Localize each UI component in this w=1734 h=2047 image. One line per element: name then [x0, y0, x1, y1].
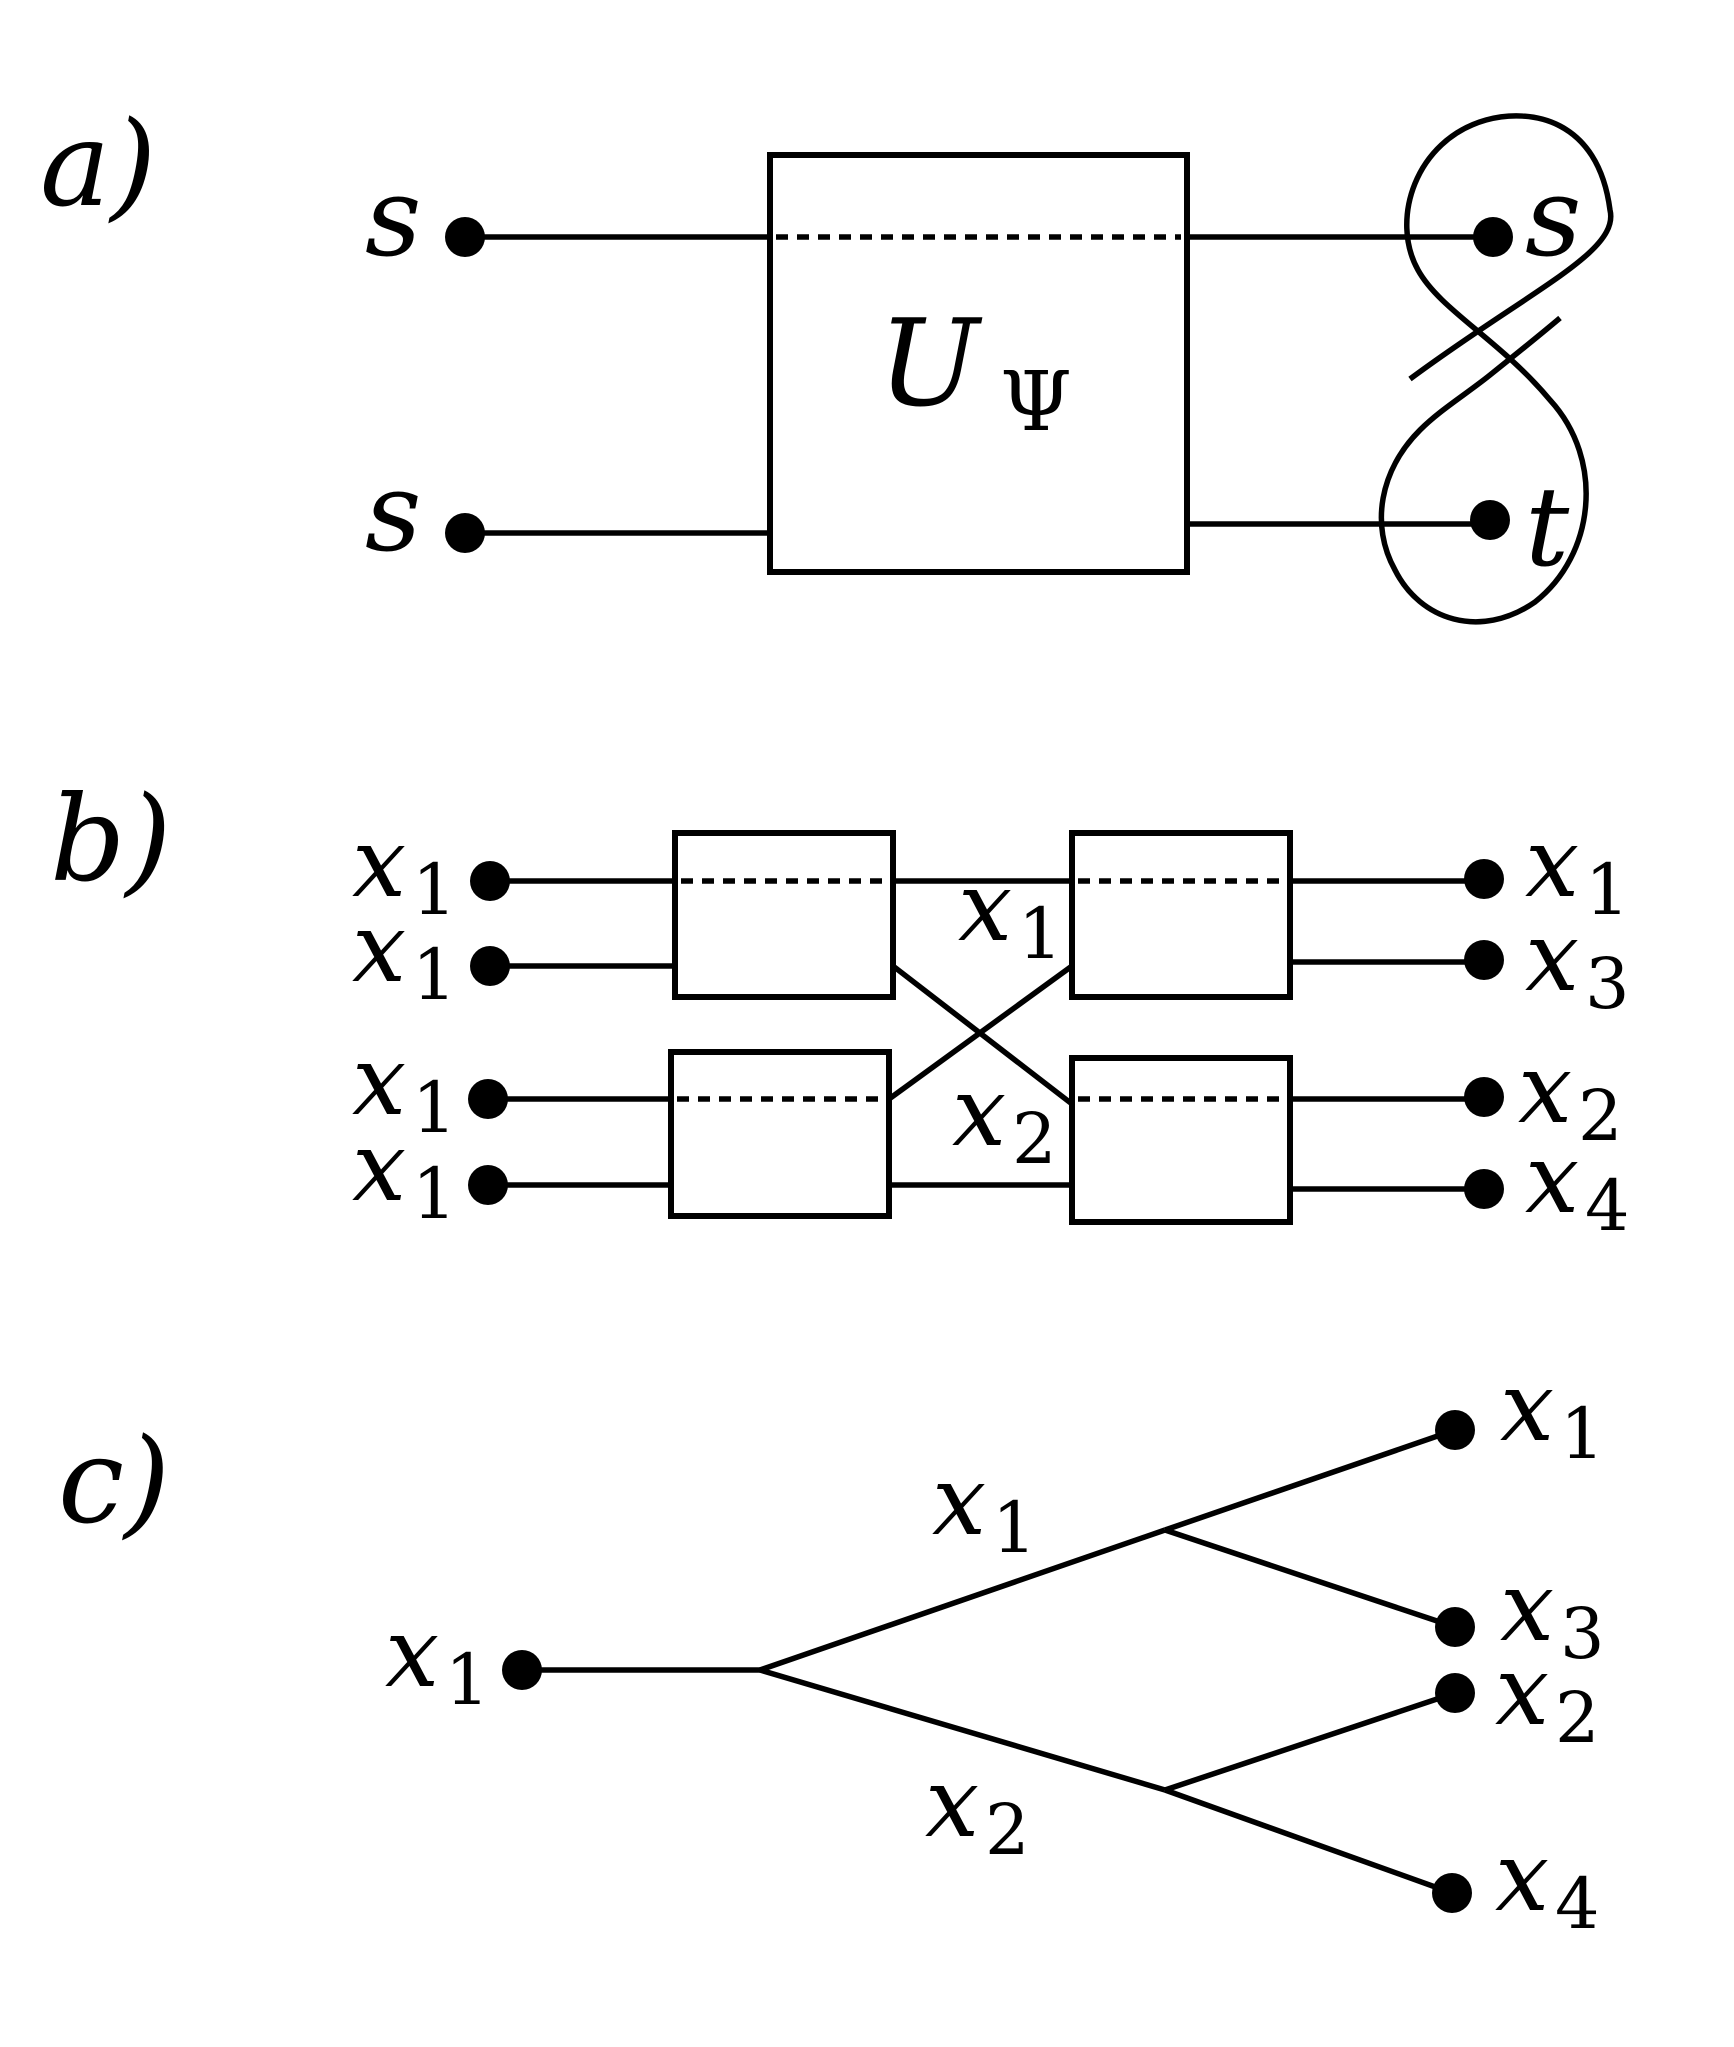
tree-branch-lower [759, 1667, 1166, 1793]
label-b-in-1-var: x [352, 807, 406, 919]
label-c-leaf-3-var: x [1500, 1551, 1554, 1663]
label-b-in-4-sub: 1 [412, 1153, 457, 1235]
gate-a-symbol: U [878, 295, 983, 434]
wire-b-cross-down [891, 963, 1074, 1107]
terminal-b-out-1 [1464, 859, 1504, 899]
terminal-a-in-top [445, 217, 485, 257]
tree-branch-upper [759, 1527, 1166, 1673]
panel-b: b) x 1 x [50, 770, 1630, 1247]
label-b-out-1-var: x [1525, 807, 1579, 919]
label-c-leaf-2-sub: 2 [1555, 1677, 1600, 1759]
tree-leaf-node-1 [1435, 1410, 1475, 1450]
panel-a-label: a) [40, 95, 156, 233]
tree-leaf-node-3 [1435, 1607, 1475, 1647]
terminal-b-out-2 [1464, 940, 1504, 980]
label-b-mid-2-var: x [952, 1056, 1006, 1168]
label-b-in-2-var: x [352, 892, 406, 1004]
label-c-leaf-1-var: x [1500, 1351, 1554, 1463]
label-b-mid-1-sub: 1 [1018, 893, 1063, 975]
panel-c-label: c) [58, 1412, 170, 1550]
label-c-leaf-1-sub: 1 [1560, 1393, 1605, 1475]
tree-root-node [502, 1650, 542, 1690]
label-b-out-2-var: x [1525, 901, 1579, 1013]
label-a-out-bottom: t [1525, 463, 1570, 591]
terminal-b-out-3 [1464, 1077, 1504, 1117]
terminal-a-in-bottom [445, 513, 485, 553]
label-b-out-3-var: x [1518, 1033, 1572, 1145]
panel-c: c) x 1 x 1 x 2 x 1 x 3 x 2 x 4 [58, 1351, 1605, 1945]
label-b-out-3-sub: 2 [1578, 1075, 1623, 1157]
terminal-b-in-1 [470, 861, 510, 901]
tree-leaf-node-2 [1435, 1673, 1475, 1713]
terminal-b-in-3 [468, 1079, 508, 1119]
terminal-b-in-2 [470, 946, 510, 986]
label-c-root-var: x [385, 1597, 439, 1709]
gate-a-subscript: Ψ [1000, 355, 1072, 450]
label-b-in-4-var: x [352, 1111, 406, 1223]
tree-leaf-edge-3 [1164, 1527, 1456, 1630]
label-b-out-2-sub: 3 [1585, 943, 1630, 1025]
tree-leaf-node-4 [1432, 1873, 1472, 1913]
label-b-in-3-var: x [352, 1025, 406, 1137]
label-c-branch-1-var: x [932, 1445, 986, 1557]
gate-b-top-left [672, 830, 896, 1000]
label-b-in-2-sub: 1 [412, 934, 457, 1016]
label-c-leaf-4-var: x [1495, 1821, 1549, 1933]
loop-a-figure-eight [1378, 113, 1614, 625]
label-c-root-sub: 1 [445, 1639, 490, 1721]
label-a-in-bottom: s [365, 448, 421, 576]
label-c-leaf-2-var: x [1495, 1635, 1549, 1747]
label-c-leaf-4-sub: 4 [1555, 1863, 1600, 1945]
label-b-in-3-sub: 1 [412, 1067, 457, 1149]
tree-leaf-edge-4 [1164, 1787, 1453, 1896]
label-b-in-1-sub: 1 [412, 849, 457, 931]
label-b-out-1-sub: 1 [1585, 849, 1630, 931]
wire-b-cross-up [887, 963, 1074, 1102]
label-c-branch-2-var: x [925, 1747, 979, 1859]
tree-leaf-edge-2 [1164, 1690, 1456, 1793]
tree-leaf-edge-1 [1164, 1427, 1456, 1533]
label-b-out-4-sub: 4 [1585, 1165, 1630, 1247]
terminal-b-in-4 [468, 1165, 508, 1205]
terminal-a-out-top [1473, 217, 1513, 257]
gate-b-bottom-right [1069, 1055, 1293, 1225]
gate-b-bottom-left [668, 1049, 892, 1219]
label-c-branch-1-sub: 1 [992, 1487, 1037, 1569]
terminal-b-out-4 [1464, 1169, 1504, 1209]
label-c-leaf-3-sub: 3 [1560, 1593, 1605, 1675]
panel-b-label: b) [50, 770, 172, 908]
label-b-mid-2-sub: 2 [1012, 1098, 1057, 1180]
gate-u-psi [767, 152, 1190, 575]
label-b-mid-1-var: x [958, 851, 1012, 963]
label-b-out-4-var: x [1525, 1123, 1579, 1235]
label-a-in-top: s [365, 153, 421, 281]
label-c-branch-2-sub: 2 [985, 1789, 1030, 1871]
terminal-a-out-bottom [1470, 500, 1510, 540]
panel-a: a) U Ψ s s s t [40, 95, 1614, 625]
gate-b-top-right [1069, 830, 1293, 1000]
label-a-out-top: s [1525, 153, 1581, 281]
